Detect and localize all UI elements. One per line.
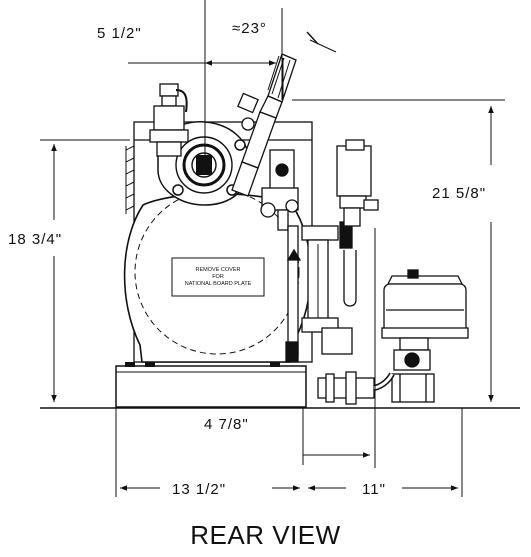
dim-label-width-base: 13 1/2"	[172, 481, 226, 498]
dim-label-height-total: 21 5/8"	[432, 185, 486, 202]
dim-label-width-side: 11"	[362, 481, 386, 498]
nameplate-cover: REMOVE COVER FOR NATIONAL BOARD PLATE	[171, 257, 265, 297]
dimension-lines	[40, 0, 505, 497]
dim-label-angle: ≈23°	[232, 20, 267, 37]
base-skid	[115, 362, 307, 408]
dim-label-height-body: 18 3/4"	[8, 231, 62, 248]
return-piping	[317, 371, 395, 405]
nameplate-line-3: NATIONAL BOARD PLATE	[185, 281, 252, 287]
water-column	[285, 221, 357, 363]
expansion-tank	[381, 269, 469, 339]
circulator-pump	[391, 337, 435, 403]
relief-valve	[149, 83, 189, 157]
view-title: REAR VIEW	[190, 520, 341, 550]
low-water-cutoff	[336, 139, 379, 227]
nameplate-line-2: FOR	[212, 274, 224, 280]
dim-label-offset-inner: 4 7/8"	[204, 416, 249, 433]
gas-valve-assembly	[260, 149, 299, 231]
nameplate-line-1: REMOVE COVER	[196, 267, 241, 273]
dim-label-offset-top: 5 1/2"	[97, 25, 142, 42]
